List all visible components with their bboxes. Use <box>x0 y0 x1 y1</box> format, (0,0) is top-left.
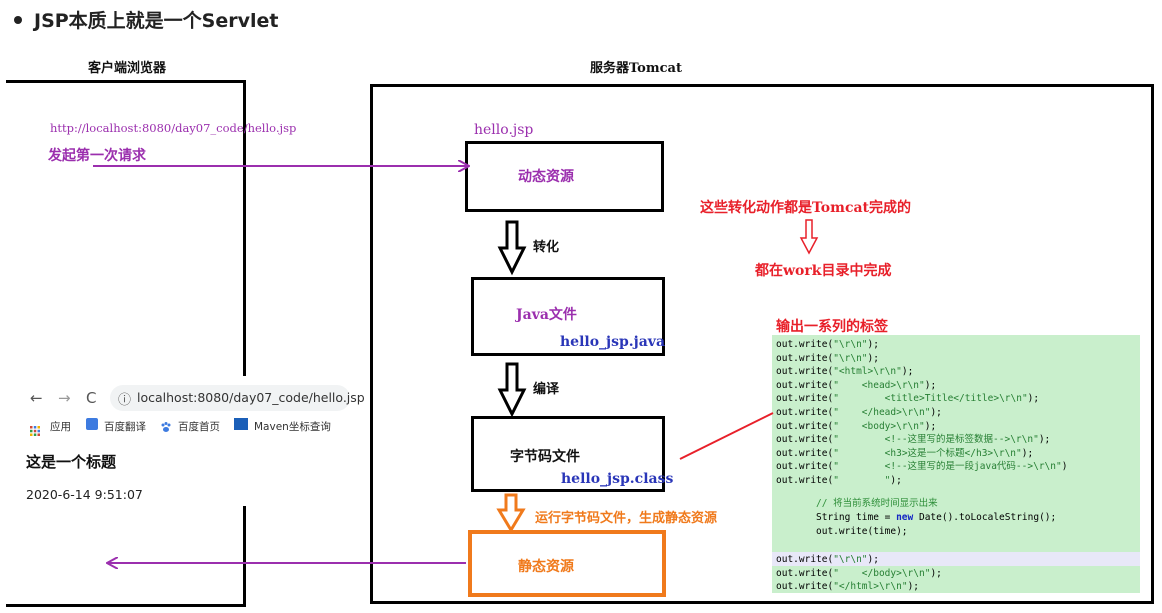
code-line: out.write(" </body>\r\n"); <box>776 567 942 579</box>
output-connector-line <box>679 412 774 460</box>
static-resource-box <box>468 530 666 597</box>
class-file-name: hello_jsp.class <box>561 471 674 487</box>
bookmark-baidu[interactable]: 百度首页 <box>178 421 220 433</box>
jsp-file-name: hello.jsp <box>474 122 534 138</box>
java-file-box <box>471 277 665 356</box>
address-url[interactable]: localhost:8080/day07_code/hello.jsp <box>137 390 365 405</box>
compile-down-arrow <box>497 362 527 418</box>
java-file-label: Java文件 <box>516 307 577 323</box>
code-comment: // 将当前系统时间显示出来 <box>816 498 938 509</box>
forward-icon[interactable]: → <box>58 389 71 407</box>
step-run-label: 运行字节码文件，生成静态资源 <box>535 511 718 526</box>
code-line: out.write(" <head>\r\n"); <box>776 379 937 391</box>
step-compile-label: 编译 <box>533 382 560 397</box>
static-resource-label: 静态资源 <box>518 559 574 575</box>
info-icon: ⓘ <box>118 393 132 408</box>
convert-down-arrow <box>497 220 527 276</box>
code-line: out.write("\r\n"); <box>776 339 879 350</box>
bytecode-file-label: 字节码文件 <box>510 449 580 465</box>
server-label: 服务器Tomcat <box>590 61 682 76</box>
dynamic-resource-label: 动态资源 <box>518 169 574 185</box>
translate-icon <box>86 418 98 430</box>
work-dir-note: 都在work目录中完成 <box>755 263 892 279</box>
page-heading: 这是一个标题 <box>26 453 117 471</box>
output-tags-label: 输出一系列的标签 <box>776 319 888 335</box>
client-label: 客户端浏览器 <box>88 61 167 76</box>
code-line: out.write(" <title>Title</title>\r\n"); <box>776 393 1040 405</box>
code-line: out.write(" <!--这里写的是一段java代码-->\r\n") <box>776 461 1068 473</box>
code-line: out.write(" <!--这里写的是标签数据-->\r\n"); <box>776 434 1051 446</box>
apps-grid-icon[interactable] <box>30 421 40 436</box>
work-dir-down-arrow <box>799 219 819 255</box>
code-statement-write: out.write(time); <box>816 526 908 537</box>
java-file-name: hello_jsp.java <box>560 334 666 350</box>
client-url: http://localhost:8080/day07_code/hello.j… <box>50 121 297 135</box>
code-line: out.write(" "); <box>776 475 902 486</box>
reload-icon[interactable]: C <box>86 389 97 407</box>
bookmark-translate[interactable]: 百度翻译 <box>104 421 146 433</box>
code-highlight-row <box>772 552 1140 566</box>
bookmark-apps[interactable]: 应用 <box>50 421 71 433</box>
code-line: out.write("\r\n"); <box>776 352 879 364</box>
code-line: out.write("</html>\r\n"); <box>776 581 920 593</box>
tomcat-note: 这些转化动作都是Tomcat完成的 <box>700 200 912 216</box>
code-line: out.write("<html>\r\n"); <box>776 366 914 378</box>
request-text: 发起第一次请求 <box>48 148 146 164</box>
bullet-icon <box>14 15 22 24</box>
generated-code-panel: out.write("\r\n"); out.write("\r\n"); out.… <box>772 335 1140 593</box>
client-frame <box>6 80 246 607</box>
page-title: JSP本质上就是一个Servlet <box>14 6 279 33</box>
bookmark-maven[interactable]: Maven坐标查询 <box>254 421 331 433</box>
bytecode-file-box <box>471 416 665 492</box>
step-convert-label: 转化 <box>533 240 560 255</box>
address-bar[interactable] <box>110 385 350 411</box>
code-line: out.write(" </head>\r\n"); <box>776 407 942 418</box>
back-icon[interactable]: ← <box>30 389 43 407</box>
baidu-paw-icon <box>160 418 172 432</box>
dynamic-resource-box <box>465 141 664 212</box>
code-line: out.write(" <h3>这是一个标题</h3>\r\n"); <box>776 447 1034 459</box>
code-line: out.write(" <body>\r\n"); <box>776 420 937 432</box>
code-statement-time: String time = new Date().toLocaleString(… <box>816 512 1057 523</box>
server-frame <box>370 84 1154 604</box>
code-line: out.write("\r\n"); <box>776 554 879 565</box>
page-time: 2020-6-14 9:51:07 <box>26 487 143 502</box>
maven-icon <box>234 418 248 430</box>
run-down-arrow <box>496 493 526 533</box>
